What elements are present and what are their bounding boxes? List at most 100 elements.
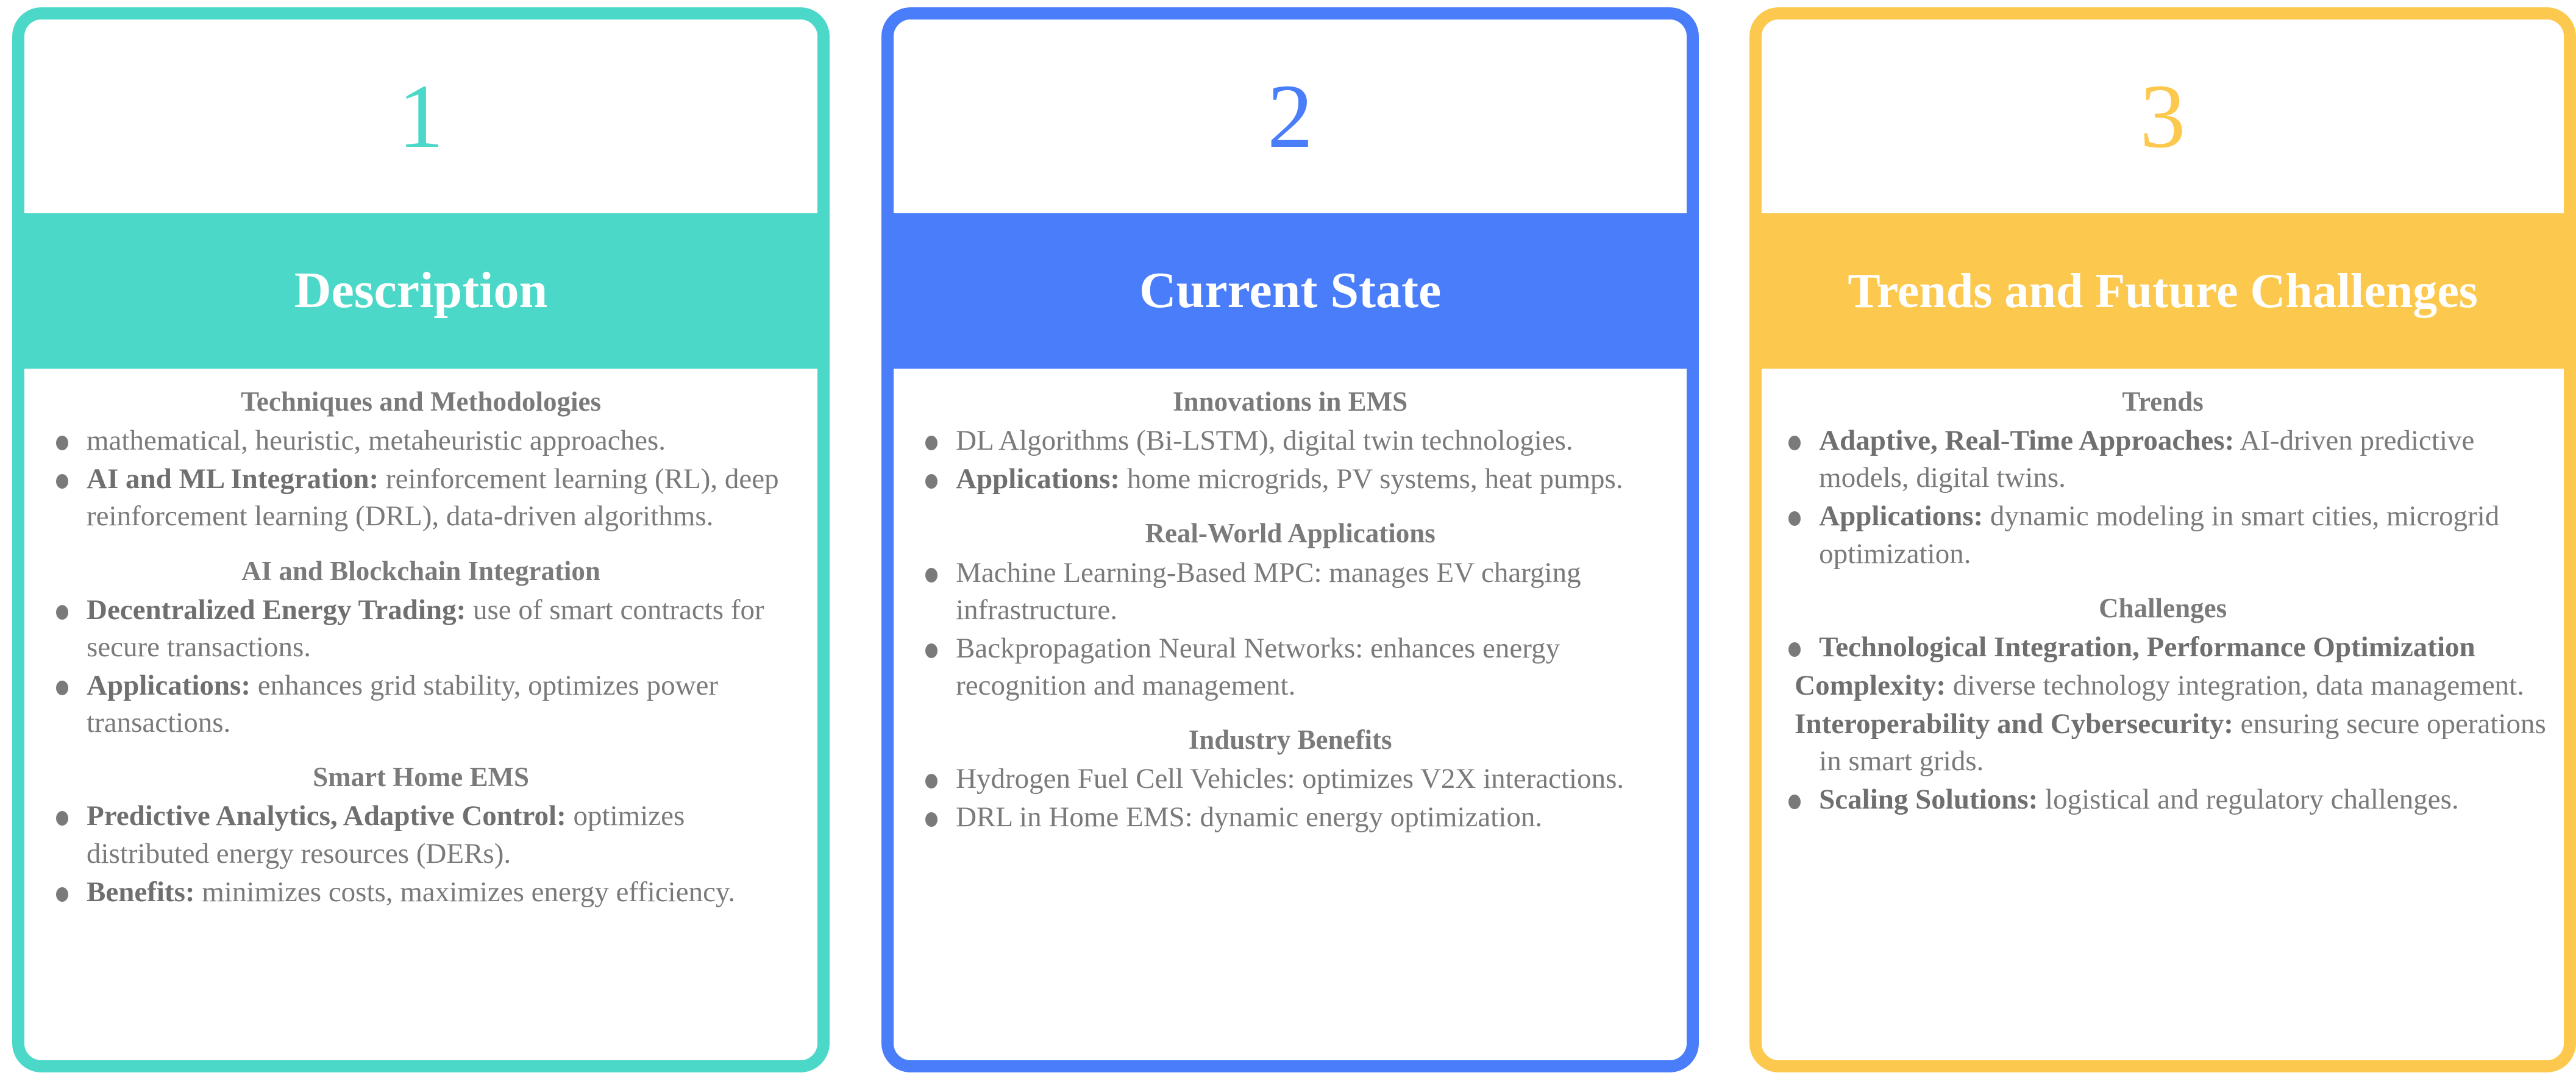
bullet-list: DL Algorithms (Bi-LSTM), digital twin te…: [912, 422, 1668, 498]
section-smart-home-ems: Smart Home EMS Predictive Analytics, Ada…: [43, 760, 799, 911]
bullet-list: Hydrogen Fuel Cell Vehicles: optimizes V…: [912, 760, 1668, 836]
bullet-dot-icon: [1788, 436, 1801, 451]
card-trends-and-future-challenges: 3 Trends and Future Challenges Trends Ad…: [1749, 7, 2576, 1072]
section-real-world-applications: Real-World Applications Machine Learning…: [912, 516, 1668, 704]
card-number-3: 3: [2140, 66, 2186, 167]
bullet-dot-icon: [925, 643, 938, 658]
list-item-text: Backpropagation Neural Networks: enhance…: [956, 632, 1560, 701]
card-title-1: Description: [294, 262, 548, 319]
card-description: 1 Description Techniques and Methodologi…: [12, 7, 830, 1072]
list-item-continuation: Interoperability and Cybersecurity: ensu…: [1775, 706, 2550, 780]
section-heading: Trends: [2122, 386, 2204, 417]
list-item: Applications: enhances grid stability, o…: [43, 667, 799, 742]
card-body-2: Innovations in EMS DL Algorithms (Bi-LST…: [894, 369, 1687, 1060]
card-current-state: 2 Current State Innovations in EMS DL Al…: [881, 7, 1699, 1072]
list-item-text: use of smart contracts for secure transa…: [87, 593, 764, 663]
bullet-list: Technological Integration, Performance O…: [1775, 629, 2550, 818]
list-item-lead: Complexity:: [1795, 669, 1946, 701]
card-title-band-3: Trends and Future Challenges: [1762, 213, 2564, 369]
bullet-dot-icon: [1788, 642, 1801, 657]
list-item-lead: Predictive Analytics, Adaptive Control:: [87, 800, 566, 832]
bullet-dot-icon: [1788, 511, 1801, 526]
list-item: Hydrogen Fuel Cell Vehicles: optimizes V…: [912, 760, 1668, 798]
list-item-lead: Scaling Solutions:: [1819, 784, 2038, 816]
list-item: Benefits: minimizes costs, maximizes ene…: [43, 874, 799, 911]
section-innovations-in-ems: Innovations in EMS DL Algorithms (Bi-LST…: [912, 384, 1668, 498]
list-item-lead: Decentralized Energy Trading:: [87, 593, 466, 626]
bullet-list: mathematical, heuristic, metaheuristic a…: [43, 422, 799, 535]
list-item: Backpropagation Neural Networks: enhance…: [912, 630, 1668, 704]
bullet-dot-icon: [56, 887, 68, 902]
list-item-text: DRL in Home EMS: dynamic energy optimiza…: [956, 801, 1543, 834]
bullet-list: Machine Learning-Based MPC: manages EV c…: [912, 554, 1668, 704]
list-item: Technological Integration, Performance O…: [1775, 629, 2550, 666]
section-heading: Real-World Applications: [1145, 518, 1436, 549]
list-item-text: dynamic modeling in smart cities, microg…: [1819, 500, 2500, 570]
section-challenges: Challenges Technological Integration, Pe…: [1775, 591, 2550, 819]
card-number-2: 2: [1267, 66, 1314, 167]
card-title-band-1: Description: [24, 213, 818, 369]
card-number-zone-3: 3: [1762, 19, 2564, 213]
section-heading: AI and Blockchain Integration: [241, 555, 600, 586]
section-industry-benefits: Industry Benefits Hydrogen Fuel Cell Veh…: [912, 723, 1668, 836]
list-item: Predictive Analytics, Adaptive Control: …: [43, 798, 799, 872]
list-item-lead: Benefits:: [87, 876, 195, 908]
list-item-text: ensuring secure operations in smart grid…: [1819, 708, 2546, 778]
card-number-1: 1: [398, 66, 444, 167]
section-techniques-and-methodologies: Techniques and Methodologies mathematica…: [43, 384, 799, 536]
bullet-dot-icon: [925, 774, 938, 789]
section-heading: Techniques and Methodologies: [241, 386, 602, 417]
list-item: Applications: dynamic modeling in smart …: [1775, 498, 2550, 572]
bullet-dot-icon: [1788, 795, 1801, 810]
section-heading: Challenges: [2099, 592, 2227, 623]
list-item: AI and ML Integration: reinforcement lea…: [43, 461, 799, 535]
list-item-lead: AI and ML Integration:: [87, 463, 379, 495]
card-number-zone-1: 1: [24, 19, 818, 213]
bullet-dot-icon: [925, 812, 938, 827]
bullet-dot-icon: [925, 567, 938, 583]
section-ai-and-blockchain-integration: AI and Blockchain Integration Decentrali…: [43, 554, 799, 742]
list-item: Decentralized Energy Trading: use of sma…: [43, 592, 799, 666]
card-body-3: Trends Adaptive, Real-Time Approaches: A…: [1762, 369, 2564, 1060]
list-item-lead: Applications:: [956, 463, 1120, 495]
bullet-dot-icon: [925, 474, 938, 489]
bullet-dot-icon: [56, 474, 68, 489]
section-trends: Trends Adaptive, Real-Time Approaches: A…: [1775, 384, 2550, 573]
section-heading: Smart Home EMS: [313, 762, 530, 793]
section-heading: Innovations in EMS: [1173, 386, 1408, 417]
bullet-dot-icon: [925, 436, 938, 451]
list-item-text: optimizes distributed energy resources (…: [87, 800, 685, 870]
section-heading: Industry Benefits: [1188, 724, 1392, 756]
list-item-text: minimizes costs, maximizes energy effici…: [194, 876, 736, 908]
card-title-2: Current State: [1139, 262, 1442, 319]
list-item: Machine Learning-Based MPC: manages EV c…: [912, 554, 1668, 629]
list-item: Applications: home microgrids, PV system…: [912, 461, 1668, 498]
list-item-lead: Adaptive, Real-Time Approaches:: [1819, 425, 2235, 457]
bullet-dot-icon: [56, 811, 68, 826]
list-item-text: Hydrogen Fuel Cell Vehicles: optimizes V…: [956, 763, 1624, 795]
list-item: Adaptive, Real-Time Approaches: AI-drive…: [1775, 422, 2550, 497]
list-item-lead: Applications:: [1819, 500, 1984, 533]
list-item-lead: Technological Integration, Performance O…: [1819, 631, 2475, 663]
card-title-band-2: Current State: [894, 213, 1687, 369]
bullet-list: Adaptive, Real-Time Approaches: AI-drive…: [1775, 422, 2550, 572]
list-item: Scaling Solutions: logistical and regula…: [1775, 781, 2550, 818]
list-item-text: AI-driven predictive models, digital twi…: [1819, 425, 2475, 494]
bullet-dot-icon: [56, 680, 68, 695]
bullet-dot-icon: [56, 604, 68, 620]
list-item-text: diverse technology integration, data man…: [1946, 669, 2524, 701]
list-item: mathematical, heuristic, metaheuristic a…: [43, 422, 799, 459]
bullet-list: Decentralized Energy Trading: use of sma…: [43, 592, 799, 742]
card-title-3: Trends and Future Challenges: [1848, 264, 2478, 318]
list-item-text: home microgrids, PV systems, heat pumps.: [1120, 463, 1623, 495]
bullet-list: Predictive Analytics, Adaptive Control: …: [43, 798, 799, 910]
list-item: DRL in Home EMS: dynamic energy optimiza…: [912, 799, 1668, 836]
list-item: DL Algorithms (Bi-LSTM), digital twin te…: [912, 422, 1668, 459]
card-body-1: Techniques and Methodologies mathematica…: [24, 369, 818, 1060]
list-item-text: DL Algorithms (Bi-LSTM), digital twin te…: [956, 425, 1573, 457]
card-number-zone-2: 2: [894, 19, 1687, 213]
bullet-dot-icon: [56, 436, 68, 451]
list-item-text: Machine Learning-Based MPC: manages EV c…: [956, 556, 1581, 626]
list-item-text: logistical and regulatory challenges.: [2038, 784, 2459, 816]
